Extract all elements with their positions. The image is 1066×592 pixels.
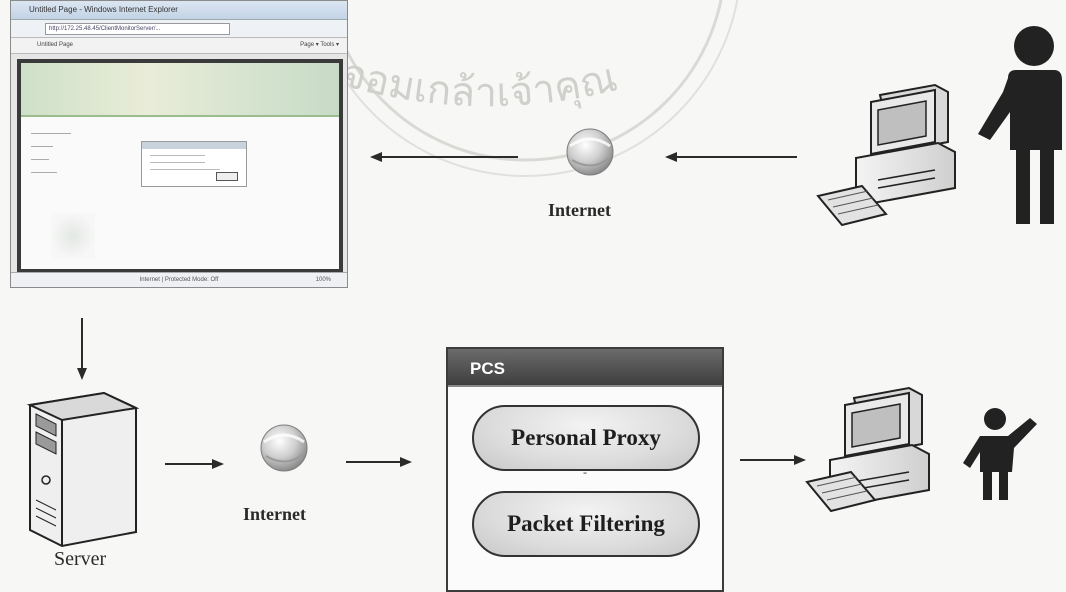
browser-zoom: 100% <box>315 277 331 283</box>
watermark-ring-outer <box>311 0 739 177</box>
watermark-ring <box>327 0 723 162</box>
browser-status-bar: Internet | Protected Mode: Off 100% <box>11 272 347 287</box>
globe-icon-bottom <box>260 424 308 472</box>
user-person-icon <box>978 26 1062 224</box>
internet-label-top: Internet <box>548 200 611 220</box>
browser-window-screenshot: Untitled Page - Windows Internet Explore… <box>10 0 348 288</box>
web-page <box>21 63 339 269</box>
web-page-banner <box>21 63 339 117</box>
server-icon <box>26 391 140 548</box>
desktop-computer-icon <box>816 83 956 227</box>
web-page-sidebar <box>31 127 71 173</box>
browser-command-bar: Untitled Page Page ▾ Tools ▾ <box>11 38 347 54</box>
client-person-icon <box>963 408 1037 500</box>
internet-label-bottom: Internet <box>243 504 306 524</box>
browser-tab: Untitled Page <box>37 42 74 48</box>
desktop-computer-icon-bottom <box>805 386 930 513</box>
browser-address-bar: http://172.25.48.45/ClientMonitorServer/… <box>11 20 347 38</box>
browser-menu: Page ▾ Tools ▾ <box>300 42 339 48</box>
browser-page-frame <box>17 59 343 273</box>
browser-status-text: Internet | Protected Mode: Off <box>139 277 219 283</box>
pcs-header: PCS <box>448 349 722 387</box>
server-label: Server <box>54 548 107 570</box>
login-dialog <box>141 141 247 187</box>
browser-url: http://172.25.48.45/ClientMonitorServer/… <box>45 23 230 35</box>
browser-title-bar: Untitled Page - Windows Internet Explore… <box>11 1 347 20</box>
globe-icon <box>566 128 614 176</box>
personal-proxy-module: Personal Proxy <box>472 405 700 471</box>
pcs-box: PCS Personal Proxy - Packet Filtering <box>446 347 724 592</box>
packet-filtering-module: Packet Filtering <box>472 491 700 557</box>
login-button <box>216 172 238 181</box>
web-page-decoration <box>51 213 95 259</box>
module-separator: - <box>583 465 587 479</box>
